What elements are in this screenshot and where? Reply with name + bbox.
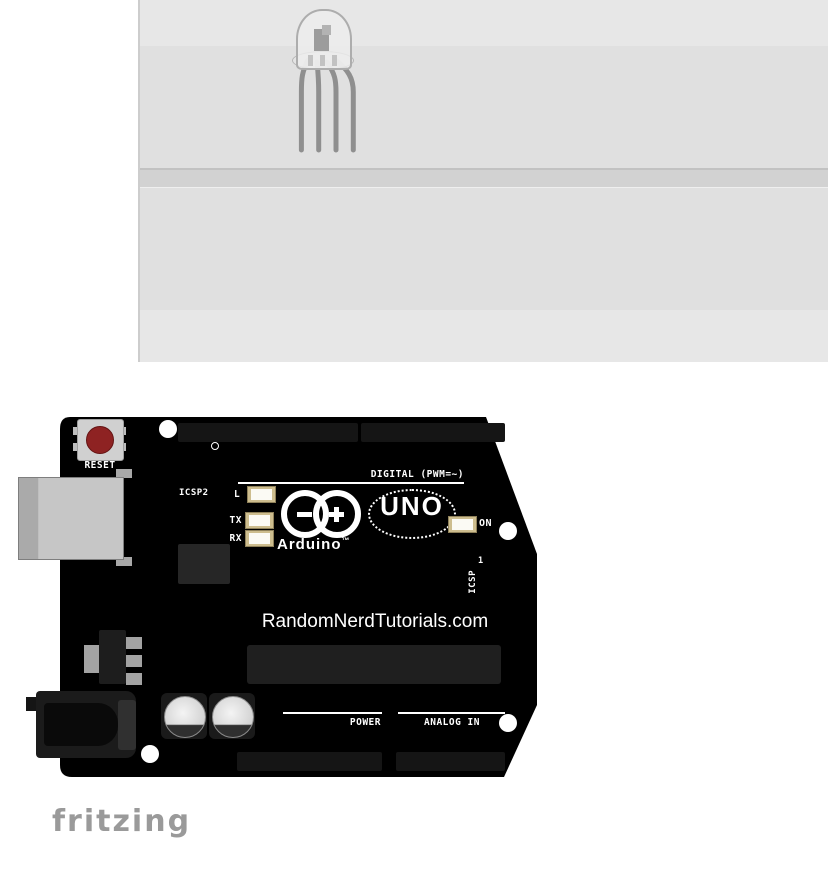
mounting-hole [499, 522, 517, 540]
reset-button-tab [73, 443, 78, 451]
brand-name: Arduino [277, 536, 342, 553]
regulator-tab [126, 637, 142, 649]
digital-caption: DIGITAL (PWM=~) [370, 469, 464, 480]
analog-silk-line [398, 712, 505, 714]
arduino-logo-icon [313, 490, 361, 538]
brand-tm: ™ [341, 536, 351, 545]
led-lead-shine [308, 55, 313, 66]
mounting-hole [141, 745, 159, 763]
site-text: RandomNerdTutorials.com [261, 611, 489, 632]
brand-text: Arduino™ [277, 536, 351, 553]
voltage-regulator [99, 630, 126, 684]
power-silk-line [283, 712, 382, 714]
barrel-jack-ring [118, 700, 136, 750]
led-tx [245, 512, 274, 529]
led-rx-label: RX [229, 533, 242, 544]
mounting-hole [159, 420, 177, 438]
pin1-marker-icon [211, 442, 219, 450]
reset-button-cap[interactable] [86, 426, 114, 454]
led-on [448, 516, 477, 533]
power-caption: POWER [349, 717, 381, 728]
mcu-chip [247, 645, 501, 684]
led-tx-label: TX [229, 515, 242, 526]
barrel-jack-bore [44, 703, 118, 746]
analog-caption: ANALOG IN [424, 717, 480, 728]
led-l [247, 486, 276, 503]
power-header[interactable] [237, 752, 382, 771]
regulator-tab [126, 673, 142, 685]
model-badge: UNO [368, 489, 456, 539]
led-lead-shine [332, 55, 337, 66]
capacitor [212, 696, 254, 738]
usb-tab [116, 469, 132, 478]
breadboard-center-channel [140, 168, 828, 188]
led-rx [245, 530, 274, 547]
icsp-label: ICSP [468, 570, 478, 594]
icsp-pin1-label: 1 [478, 556, 484, 566]
barrel-jack-tab [26, 697, 38, 711]
analog-header[interactable] [396, 752, 505, 771]
logo-minus-icon [297, 512, 312, 517]
digital-header-right[interactable] [361, 423, 505, 442]
usb-controller-chip [178, 544, 230, 584]
mounting-hole [499, 714, 517, 732]
led-on-label: ON [479, 518, 493, 529]
usb-port [18, 477, 124, 560]
reset-button-tab [73, 427, 78, 435]
regulator-tab [126, 655, 142, 667]
capacitor [164, 696, 206, 738]
usb-tab [116, 557, 132, 566]
led-l-label: L [234, 489, 241, 500]
breadboard-bottom-rail-zone [140, 310, 828, 362]
icsp2-label: ICSP2 [179, 488, 209, 498]
led-post [322, 25, 331, 35]
fritzing-watermark: fritzing [52, 804, 192, 839]
breadboard[interactable] [138, 0, 828, 362]
digital-silk-line [238, 482, 464, 484]
logo-plus-icon [334, 507, 339, 522]
breadboard-top-rail-zone [140, 0, 828, 46]
reset-label: RESET [84, 460, 116, 471]
led-lead-shine [320, 55, 325, 66]
digital-header-left[interactable] [178, 423, 358, 442]
rgb-led[interactable] [296, 9, 352, 70]
